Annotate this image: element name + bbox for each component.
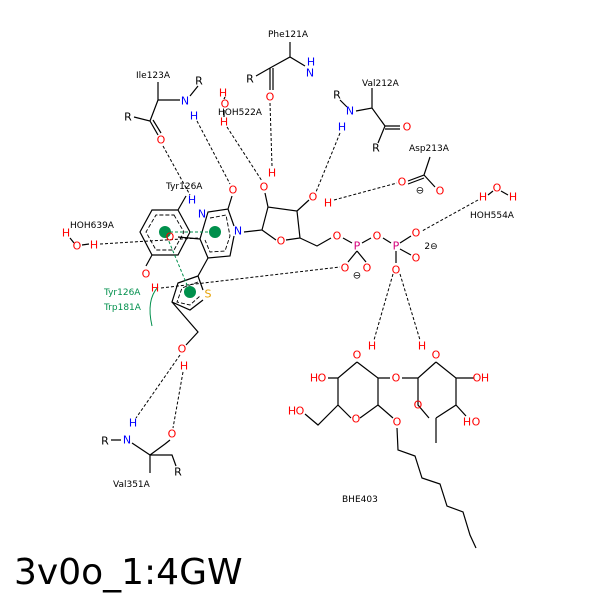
nitrogen: N xyxy=(346,105,354,118)
oxygen: O xyxy=(166,231,175,244)
r-group: R xyxy=(174,466,182,479)
hydrogen: H xyxy=(479,191,487,204)
label-bhe403: BHE403 xyxy=(342,495,378,505)
hydrogen: H xyxy=(151,282,159,295)
dianion-charge: 2⊖ xyxy=(424,242,437,252)
oxygen: O xyxy=(373,230,382,243)
hydrogen: H xyxy=(219,87,227,100)
pi-label-trp181a: Trp181A xyxy=(103,303,142,313)
oxygen: O xyxy=(393,416,402,429)
oxygen: O xyxy=(178,343,187,356)
negative-charge: ⊖ xyxy=(416,186,424,197)
oxygen: O xyxy=(392,264,401,277)
diagram-title: 3v0o_1:4GW xyxy=(14,552,243,593)
label-asp213a: Asp213A xyxy=(409,144,450,154)
oxygen: O xyxy=(296,405,305,418)
hydrogen: H xyxy=(190,110,198,123)
pi-centroid xyxy=(184,286,196,298)
oxygen: O xyxy=(309,191,318,204)
hydrogen: H xyxy=(324,197,332,210)
oxygen: O xyxy=(333,230,342,243)
label-ile123a: Ile123A xyxy=(136,71,171,81)
oxygen: O xyxy=(353,349,362,362)
pi-centroid xyxy=(159,226,171,238)
r-group: R xyxy=(333,89,341,102)
nitrogen: N xyxy=(234,225,242,238)
hydrogen: H xyxy=(338,121,346,134)
label-hoh554a: HOH554A xyxy=(470,211,515,221)
oxygen: O xyxy=(341,262,350,275)
oxygen: O xyxy=(168,428,177,441)
oxygen: O xyxy=(229,184,238,197)
oxygen: O xyxy=(412,252,421,265)
pi-label-tyr126a: Tyr126A xyxy=(103,288,141,298)
negative-charge: ⊖ xyxy=(353,271,361,282)
bonds xyxy=(69,42,509,549)
nitrogen: N xyxy=(306,67,314,80)
hydrogen: H xyxy=(418,340,426,353)
oxygen: O xyxy=(414,399,423,412)
oxygen: O xyxy=(142,268,151,281)
pi-stacking xyxy=(149,226,221,327)
label-val351a: Val351A xyxy=(113,480,151,490)
r-group: R xyxy=(246,73,254,86)
nitrogen: N xyxy=(198,208,206,221)
oxygen: O xyxy=(436,185,445,198)
oxygen: O xyxy=(73,240,82,253)
r-group: R xyxy=(124,111,132,124)
hydrogen: H xyxy=(463,416,471,429)
label-phe121a: Phe121A xyxy=(268,30,309,40)
atoms: R O H N R R N H O H O H R N H O R O O ⊖ … xyxy=(62,56,517,479)
label-tyr126a: Tyr126A xyxy=(165,182,203,192)
oxygen: O xyxy=(473,372,482,385)
oxygen: O xyxy=(157,134,166,147)
residue-labels: Phe121A Ile123A Val212A HOH522A Asp213A … xyxy=(70,30,515,505)
oxygen: O xyxy=(318,372,327,385)
oxygen: O xyxy=(352,413,361,426)
hydrogen: H xyxy=(90,239,98,252)
hydrogen: H xyxy=(62,227,70,240)
oxygen: O xyxy=(266,91,275,104)
hydrogen: H xyxy=(481,372,489,385)
hydrogen-bonds xyxy=(99,102,479,429)
pi-centroid xyxy=(209,226,221,238)
nitrogen: N xyxy=(181,95,189,108)
hydrogen: H xyxy=(220,116,228,129)
r-group: R xyxy=(101,435,109,448)
oxygen: O xyxy=(392,372,401,385)
oxygen: O xyxy=(472,416,481,429)
phosphorus: P xyxy=(393,240,400,253)
aromatic-rings xyxy=(145,214,231,306)
hydrogen: H xyxy=(180,360,188,373)
oxygen: O xyxy=(403,121,412,134)
oxygen: O xyxy=(412,227,421,240)
oxygen: O xyxy=(363,262,372,275)
label-hoh639a: HOH639A xyxy=(70,221,115,231)
sulfur: S xyxy=(205,288,212,301)
hydrogen: H xyxy=(307,56,315,69)
r-group: R xyxy=(195,75,203,88)
hydrogen: H xyxy=(129,417,137,430)
hydrogen: H xyxy=(368,340,376,353)
hydrogen: H xyxy=(188,194,196,207)
oxygen: O xyxy=(277,235,286,248)
hydrogen: H xyxy=(288,405,296,418)
oxygen: O xyxy=(432,349,441,362)
hydrogen: H xyxy=(310,372,318,385)
oxygen: O xyxy=(221,98,230,111)
r-group: R xyxy=(372,142,380,155)
label-hoh522a: HOH522A xyxy=(218,108,263,118)
oxygen: O xyxy=(398,176,407,189)
oxygen: O xyxy=(493,182,502,195)
label-val212a: Val212A xyxy=(362,79,400,89)
nitrogen: N xyxy=(123,434,131,447)
hydrogen: H xyxy=(509,191,517,204)
oxygen: O xyxy=(260,181,269,194)
hydrogen: H xyxy=(268,167,276,180)
phosphorus: P xyxy=(354,240,361,253)
